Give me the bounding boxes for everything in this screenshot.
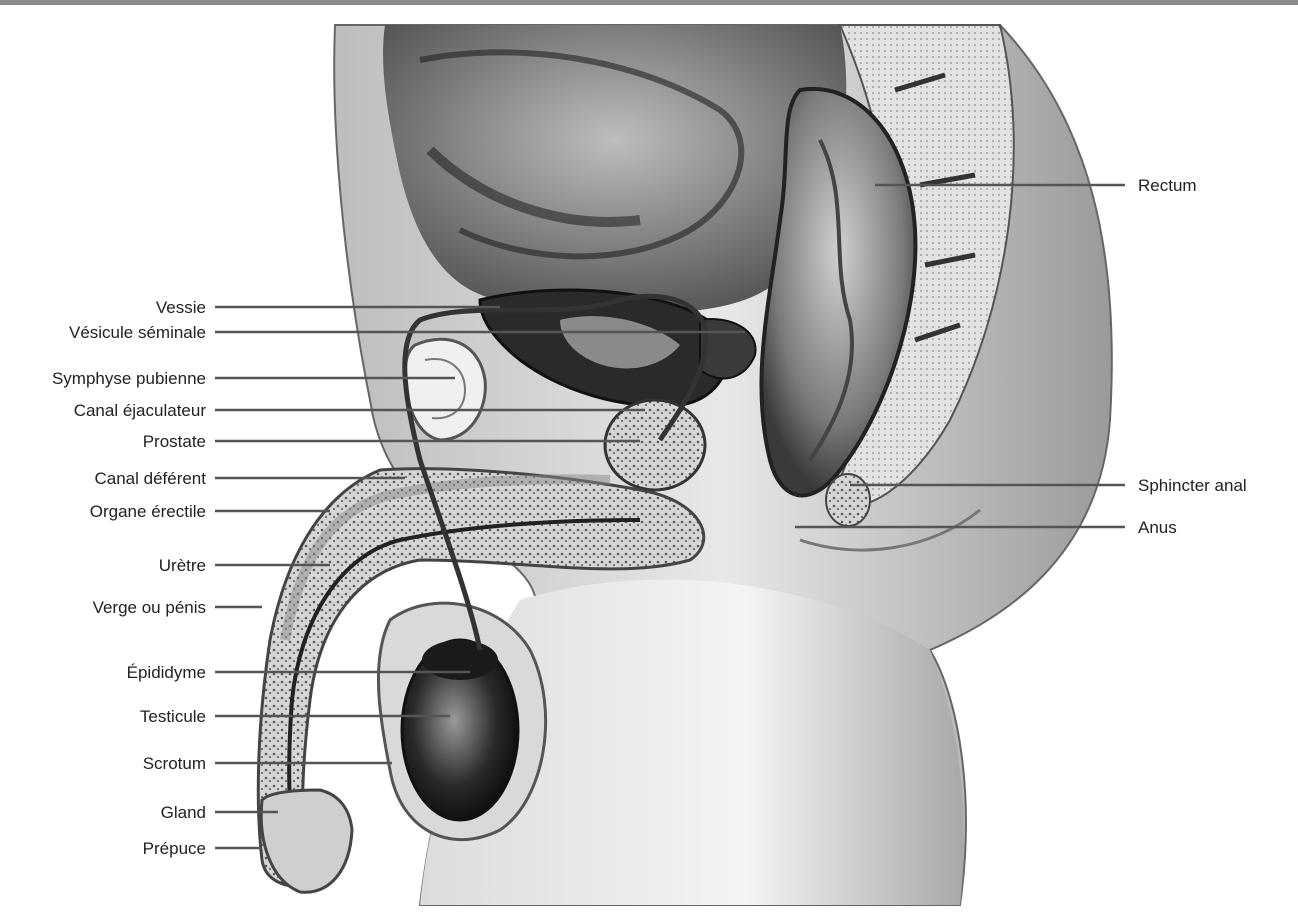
label-canal-deferent: Canal déférent xyxy=(94,469,206,488)
anal-sphincter xyxy=(826,474,870,526)
label-uretre: Urètre xyxy=(159,556,206,575)
prostate xyxy=(605,400,705,490)
label-verge-ou-penis: Verge ou pénis xyxy=(93,598,206,617)
pubic-symphysis xyxy=(405,339,485,440)
label-sphincter-anal: Sphincter anal xyxy=(1138,476,1247,495)
label-vessie: Vessie xyxy=(156,298,206,317)
label-organe-erectile: Organe érectile xyxy=(90,502,206,521)
label-epididyme: Épididyme xyxy=(127,663,206,682)
label-rectum: Rectum xyxy=(1138,176,1197,195)
label-canal-ejaculateur: Canal éjaculateur xyxy=(74,401,207,420)
label-anus: Anus xyxy=(1138,518,1177,537)
label-prepuce: Prépuce xyxy=(143,839,206,858)
epididymis xyxy=(422,640,498,680)
label-prostate: Prostate xyxy=(143,432,206,451)
label-testicule: Testicule xyxy=(140,707,206,726)
label-scrotum: Scrotum xyxy=(143,754,206,773)
label-vesicule-seminale: Vésicule séminale xyxy=(69,323,206,342)
label-gland: Gland xyxy=(161,803,206,822)
label-symphyse-pubienne: Symphyse pubienne xyxy=(52,369,206,388)
